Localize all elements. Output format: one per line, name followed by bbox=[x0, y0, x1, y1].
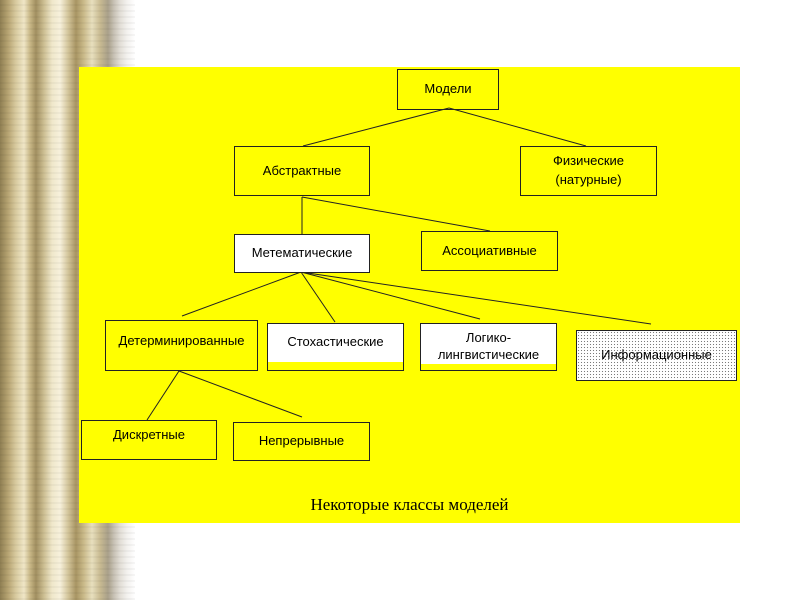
node-logical-label-line1: Логико- bbox=[466, 330, 511, 347]
node-physical: Физические (натурные) bbox=[520, 146, 657, 196]
node-mathematical: Метематические bbox=[234, 234, 370, 273]
node-discrete: Дискретные bbox=[81, 420, 217, 460]
connector-models-abstract bbox=[303, 108, 449, 146]
node-associative: Ассоциативные bbox=[421, 231, 558, 271]
node-mathematical-label: Метематические bbox=[252, 244, 353, 263]
connector-models-physical bbox=[449, 108, 586, 146]
connector-deterministic-continuous bbox=[179, 371, 302, 417]
node-models: Модели bbox=[397, 69, 499, 110]
node-physical-label-line2: (натурные) bbox=[555, 171, 621, 190]
node-discrete-label: Дискретные bbox=[113, 426, 185, 445]
node-deterministic: Детерминированные bbox=[105, 320, 258, 371]
node-continuous: Непрерывные bbox=[233, 422, 370, 461]
connector-math-deterministic bbox=[182, 272, 301, 316]
connector-math-informational bbox=[301, 272, 651, 324]
node-models-label: Модели bbox=[424, 80, 471, 99]
node-abstract-label: Абстрактные bbox=[263, 162, 341, 181]
node-physical-label-line1: Физические bbox=[553, 152, 624, 171]
node-logical-label-line2: лингвистические bbox=[438, 347, 539, 364]
node-informational: Информационные bbox=[576, 330, 737, 381]
node-stochastic: Стохастические bbox=[267, 323, 404, 371]
node-logical-linguistic: Логико- лингвистические bbox=[420, 323, 557, 371]
node-stochastic-label: Стохастические bbox=[287, 333, 383, 352]
model-classes-diagram: Модели Абстрактные Физические (натурные)… bbox=[79, 67, 740, 523]
node-informational-label: Информационные bbox=[601, 346, 712, 365]
node-deterministic-label: Детерминированные bbox=[119, 332, 245, 351]
node-continuous-label: Непрерывные bbox=[259, 432, 344, 451]
connector-abstract-associative bbox=[302, 197, 490, 231]
connector-deterministic-discrete bbox=[147, 371, 179, 420]
node-abstract: Абстрактные bbox=[234, 146, 370, 196]
diagram-caption: Некоторые классы моделей bbox=[79, 495, 740, 515]
node-associative-label: Ассоциативные bbox=[442, 242, 537, 261]
